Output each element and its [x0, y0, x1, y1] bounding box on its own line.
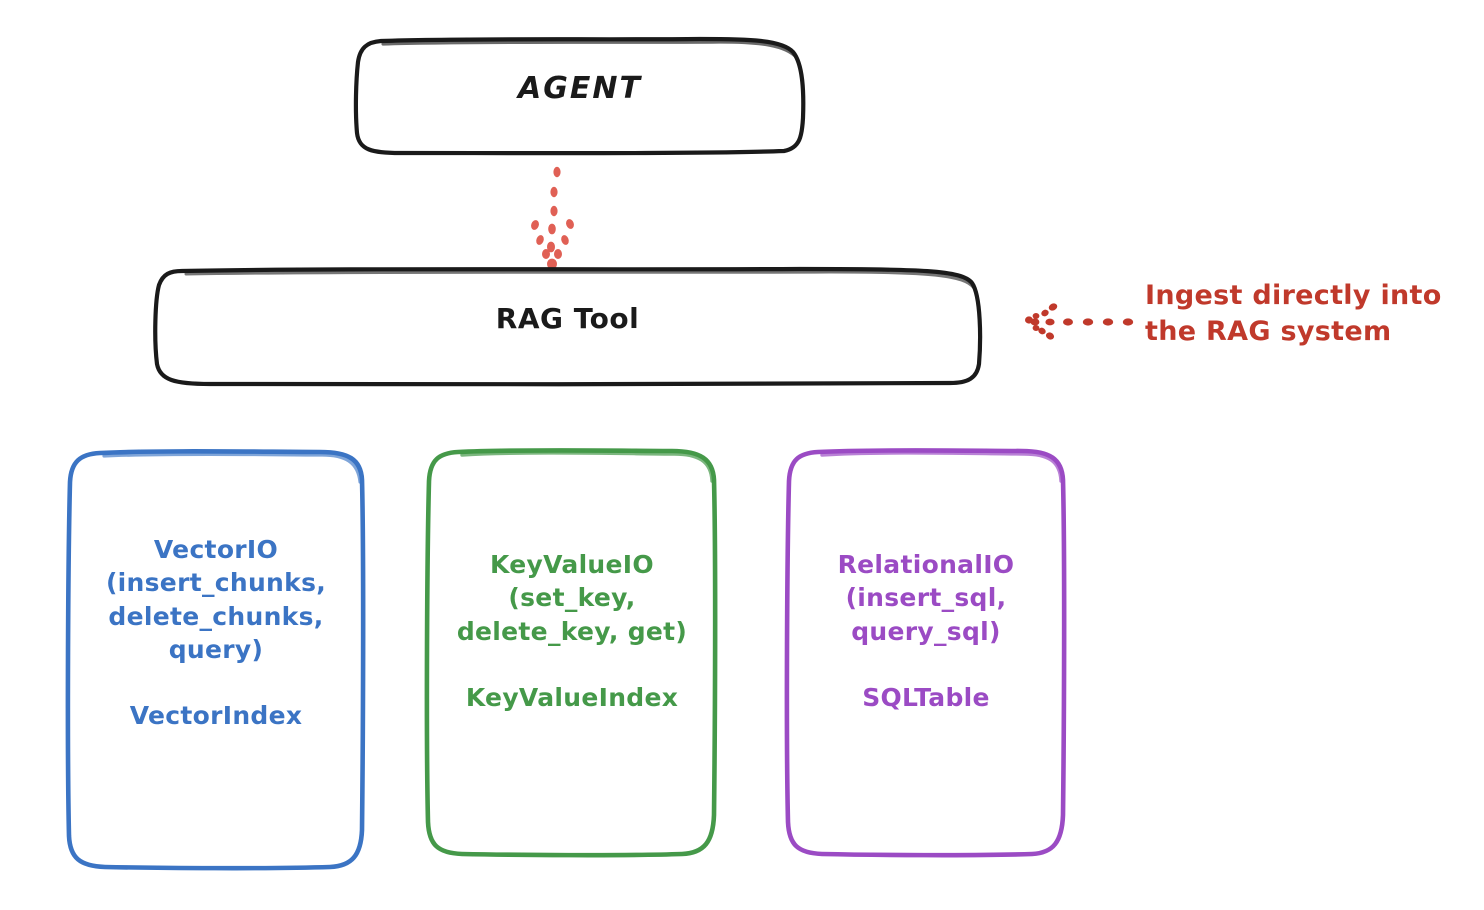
edge-agent-to-rag-tool-arrow	[531, 166, 574, 270]
key-value-io-box-outline	[424, 448, 718, 858]
relational-io-box-outline-overdraw	[820, 451, 1063, 483]
vector-io-box-outline-overdraw	[102, 452, 362, 484]
node-rag-tool[interactable]	[153, 266, 983, 387]
node-relational-io[interactable]	[784, 448, 1067, 858]
node-key-value-io[interactable]	[424, 448, 718, 858]
rag-tool-box-outline	[153, 266, 983, 387]
relational-io-box-outline	[784, 448, 1067, 858]
node-vector-io[interactable]	[65, 449, 366, 871]
rag-tool-box-outline-overdraw	[184, 270, 976, 290]
node-agent[interactable]	[353, 36, 806, 156]
vector-io-box-outline	[65, 449, 366, 871]
annotation-arrow-icon	[1025, 303, 1134, 340]
key-value-io-box-outline-overdraw	[460, 451, 714, 483]
agent-box-outline-overdraw	[381, 40, 799, 60]
agent-box-outline	[353, 36, 806, 156]
